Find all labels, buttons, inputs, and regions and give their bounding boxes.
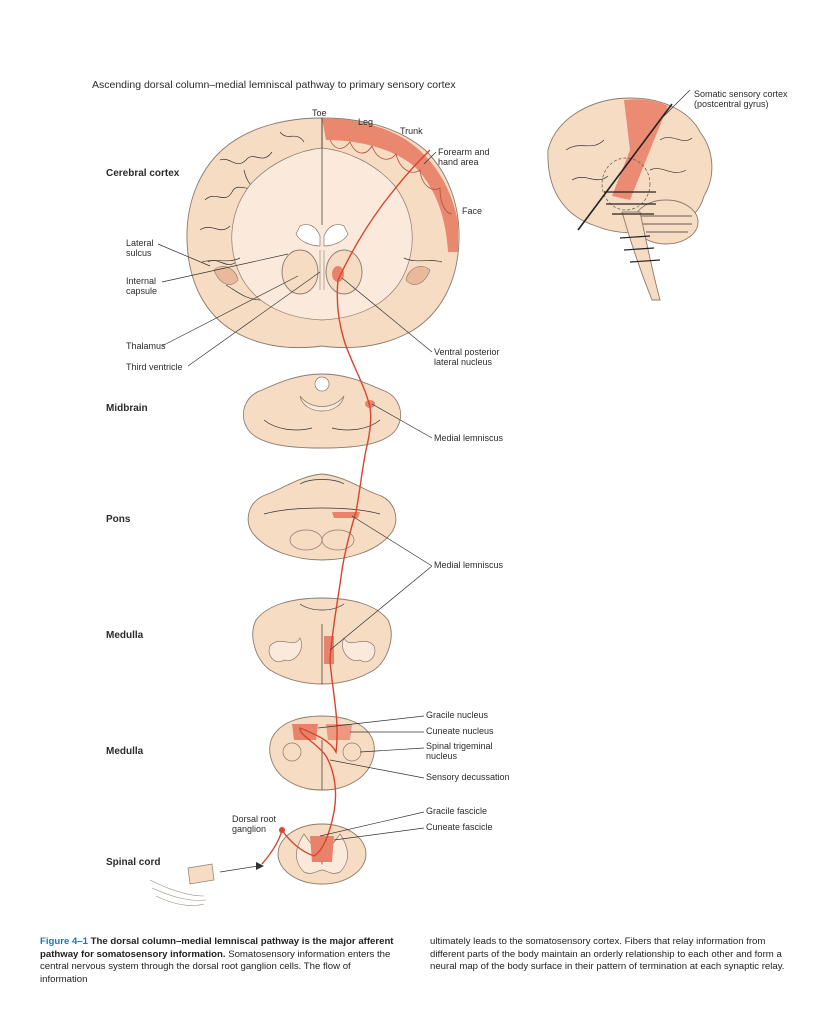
label-third-ventricle: Third ventricle: [126, 362, 183, 372]
label-sensory-decussation: Sensory decussation: [426, 772, 510, 782]
label-hand-area: hand area: [438, 157, 479, 167]
label-vpl-2: lateral nucleus: [434, 357, 493, 367]
diagram-title: Ascending dorsal column–medial lemniscal…: [92, 79, 456, 91]
section-medulla-upper: Medulla: [106, 630, 144, 641]
label-dorsal-root: Dorsal root: [232, 814, 277, 824]
postcentral-gyrus-label: (postcentral gyrus): [694, 99, 769, 109]
label-lateral: Lateral: [126, 238, 154, 248]
label-leg: Leg: [358, 117, 373, 127]
coronal-brain-section: [186, 117, 460, 349]
label-toe: Toe: [312, 108, 327, 118]
somatic-cortex-label: Somatic sensory cortex: [694, 89, 788, 99]
label-capsule: capsule: [126, 286, 157, 296]
section-midbrain: Midbrain: [106, 403, 148, 414]
label-cuneate-nucleus: Cuneate nucleus: [426, 726, 494, 736]
label-spinal-trigeminal-2: nucleus: [426, 751, 458, 761]
caption-right-text: ultimately leads to the somatosensory co…: [430, 936, 785, 972]
pons-section: [247, 473, 397, 561]
caption-left: Figure 4–1 The dorsal column–medial lemn…: [40, 936, 400, 986]
pathway-fiber: [261, 149, 431, 865]
lower-medulla-section: [269, 715, 375, 791]
label-thalamus: Thalamus: [126, 341, 166, 351]
label-cuneate-fascicle: Cuneate fascicle: [426, 822, 493, 832]
label-medial-lemniscus-2: Medial lemniscus: [434, 560, 504, 570]
section-cerebral-cortex: Cerebral cortex: [106, 168, 180, 179]
section-medulla-lower: Medulla: [106, 746, 144, 757]
label-trunk: Trunk: [400, 126, 423, 136]
section-spinal-cord: Spinal cord: [106, 857, 160, 868]
figure-number: Figure 4–1: [40, 936, 88, 947]
caption-left-text: Somatosensory information enters the cen…: [40, 948, 391, 985]
section-pons: Pons: [106, 514, 131, 525]
figure-title: The dorsal column–medial lemniscal pathw…: [40, 936, 394, 960]
spinal-cord-section: [149, 823, 367, 906]
caption-right: ultimately leads to the somatosensory co…: [430, 936, 800, 974]
lateral-brain-view: Somatic sensory cortex (postcentral gyru…: [547, 89, 788, 301]
label-internal: Internal: [126, 276, 156, 286]
label-ganglion: ganglion: [232, 824, 266, 834]
label-forearm: Forearm and: [438, 147, 490, 157]
midbrain-section: [242, 373, 402, 449]
label-gracile-nucleus: Gracile nucleus: [426, 710, 489, 720]
label-sulcus: sulcus: [126, 248, 152, 258]
upper-medulla-section: [252, 597, 392, 685]
label-vpl: Ventral posterior: [434, 347, 500, 357]
label-gracile-fascicle: Gracile fascicle: [426, 806, 487, 816]
label-spinal-trigeminal: Spinal trigeminal: [426, 741, 493, 751]
label-face: Face: [462, 206, 482, 216]
label-medial-lemniscus-1: Medial lemniscus: [434, 433, 504, 443]
